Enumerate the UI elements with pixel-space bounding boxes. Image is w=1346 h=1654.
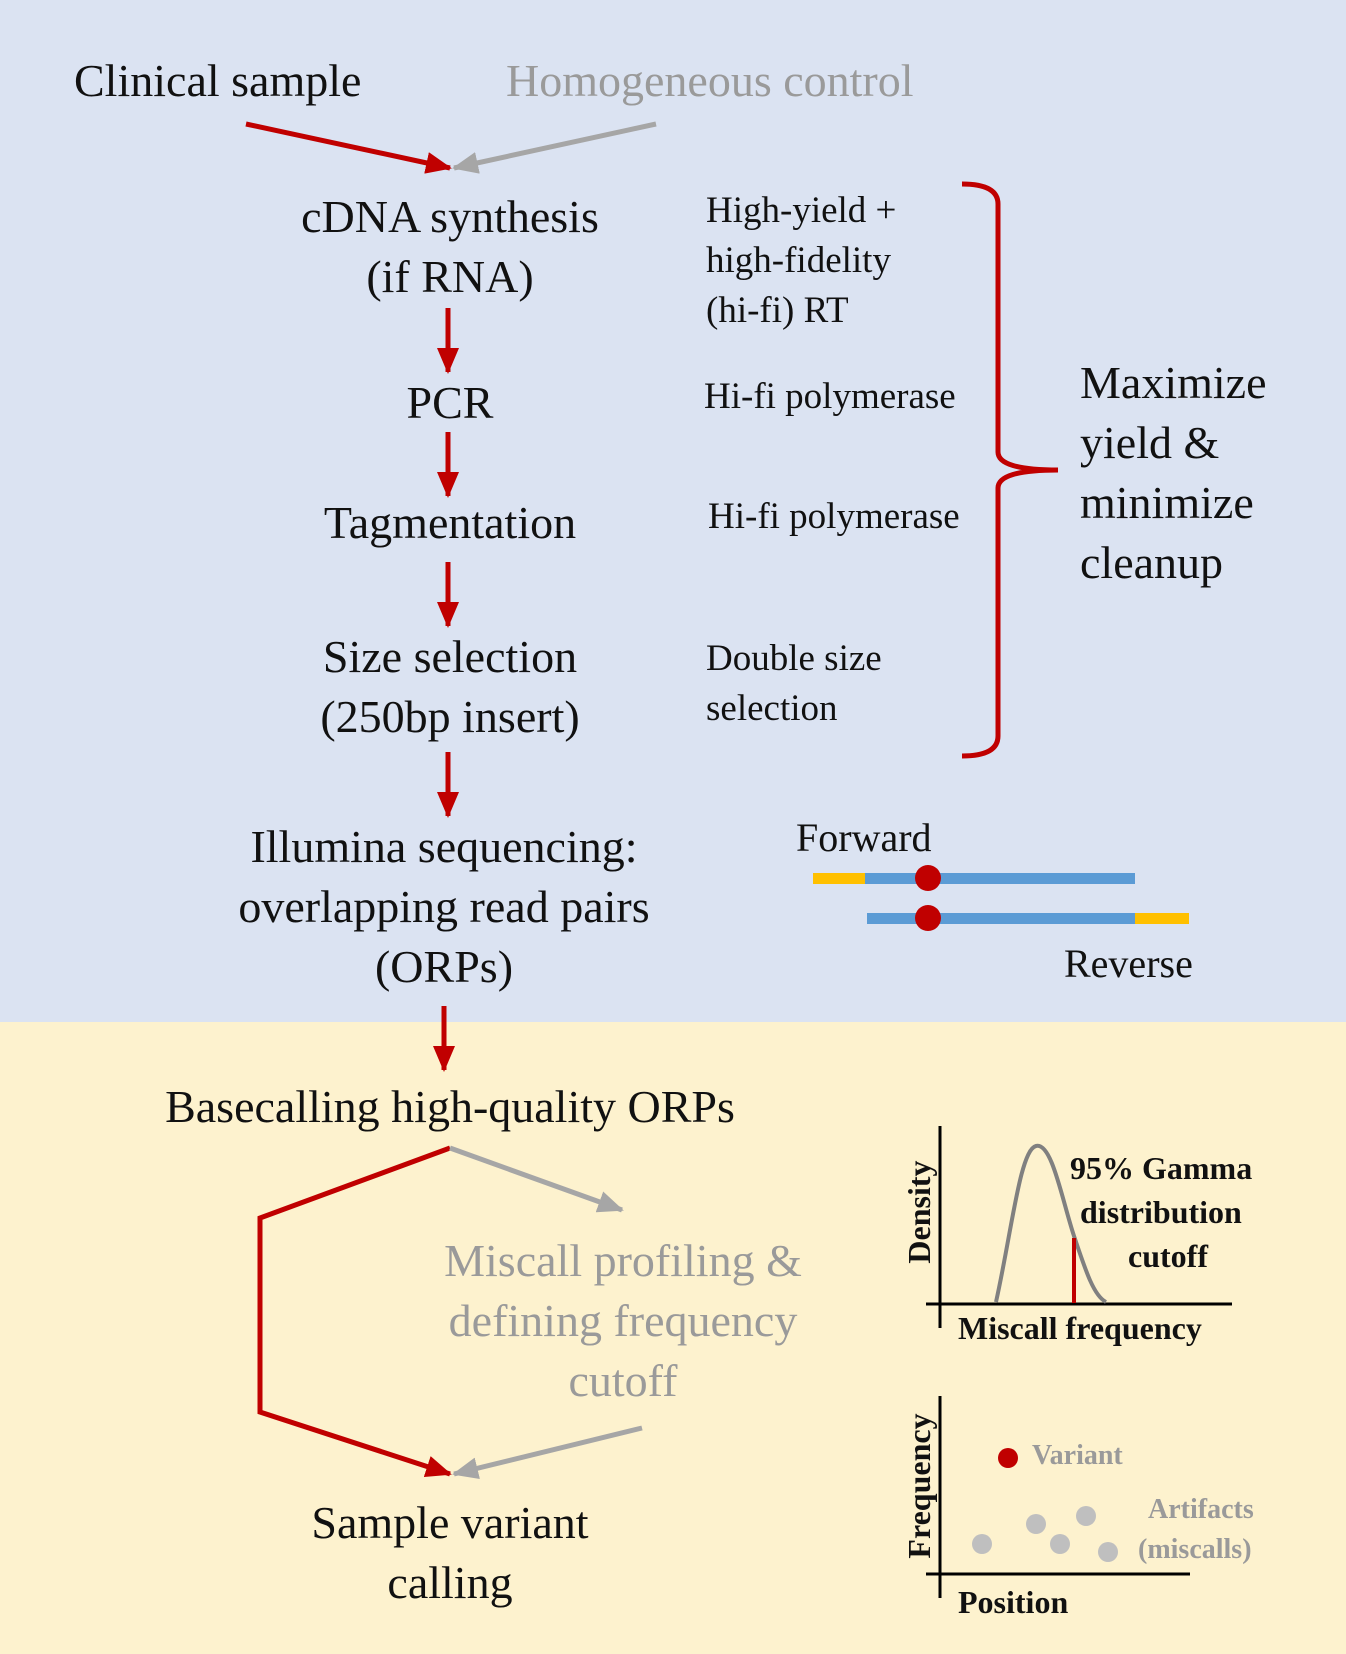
arrow-basecalling-to-miscall <box>449 1145 624 1213</box>
forward-read <box>865 873 1135 884</box>
forward-read-adapter <box>813 873 867 884</box>
reverse-read <box>867 913 1137 924</box>
arrow-control-to-cdna <box>452 121 657 174</box>
reverse-read-adapter <box>1135 913 1189 924</box>
step-basecalling: Basecalling high-quality ORPs <box>165 1081 735 1132</box>
step-cdna-condition: (if RNA) <box>366 251 534 302</box>
gamma-density-curve <box>994 1143 1108 1304</box>
note-size-line1: Double size <box>706 638 882 679</box>
artifact-point <box>1050 1534 1070 1554</box>
step-illumina-line3: (ORPs) <box>374 941 514 992</box>
homogeneous-control-label: Homogeneous control <box>506 55 914 106</box>
arrow-miscall-to-variant <box>452 1425 643 1479</box>
artifact-point <box>972 1534 992 1554</box>
curly-bracket <box>961 181 1059 759</box>
step-tagmentation: Tagmentation <box>323 497 577 548</box>
note-tagmentation: Hi-fi polymerase <box>708 496 960 537</box>
artifacts-label-line1: Artifacts <box>1148 1494 1254 1525</box>
note-cdna-line2: high-fidelity <box>706 240 891 281</box>
forward-variant-dot <box>915 865 941 891</box>
upper-panel-background <box>0 0 1346 1022</box>
bracket-label-line2: yield & <box>1080 417 1220 468</box>
step-illumina-line1: Illumina sequencing: <box>250 821 638 872</box>
lower-panel-background <box>0 1022 1346 1654</box>
note-size-line2: selection <box>706 688 838 729</box>
note-cdna-line1: High-yield + <box>706 190 897 231</box>
reverse-variant-dot <box>915 905 941 931</box>
artifacts-label-line2: (miscalls) <box>1138 1534 1252 1565</box>
bracket-label-line1: Maximize <box>1080 357 1267 408</box>
gamma-ylabel: Density <box>901 1160 937 1264</box>
scatter-ylabel: Frequency <box>901 1413 937 1559</box>
step-cdna-synthesis: cDNA synthesis <box>301 191 599 242</box>
step-miscall-line1: Miscall profiling & <box>444 1235 802 1286</box>
artifact-point <box>1076 1506 1096 1526</box>
bracket-label-line4: cleanup <box>1080 537 1224 588</box>
artifact-point <box>1098 1542 1118 1562</box>
step-miscall-line3: cutoff <box>568 1355 678 1406</box>
step-variant-line1: Sample variant <box>311 1497 589 1548</box>
gamma-label-line2: distribution <box>1080 1194 1242 1230</box>
artifact-point <box>1026 1514 1046 1534</box>
note-cdna-line3: (hi-fi) RT <box>706 290 849 331</box>
red-path-main-to-variant <box>257 1145 452 1478</box>
step-illumina-line2: overlapping read pairs <box>238 881 650 932</box>
step-size-insert: (250bp insert) <box>320 691 580 742</box>
gamma-label-line3: cutoff <box>1128 1238 1208 1274</box>
variant-label: Variant <box>1032 1440 1123 1471</box>
step-miscall-line2: defining frequency <box>448 1295 798 1346</box>
clinical-sample-label: Clinical sample <box>74 55 362 106</box>
reverse-read-label: Reverse <box>1064 941 1193 986</box>
step-variant-line2: calling <box>387 1557 513 1608</box>
forward-read-label: Forward <box>796 815 932 860</box>
gamma-xlabel: Miscall frequency <box>958 1310 1202 1346</box>
arrow-clinical-to-cdna <box>245 121 452 174</box>
scatter-xlabel: Position <box>958 1584 1069 1620</box>
variant-point <box>998 1448 1018 1468</box>
gamma-label-line1: 95% Gamma <box>1070 1150 1253 1186</box>
step-pcr: PCR <box>406 377 494 428</box>
note-pcr: Hi-fi polymerase <box>704 376 956 417</box>
step-size-selection: Size selection <box>322 631 578 682</box>
bracket-label-line3: minimize <box>1080 477 1254 528</box>
